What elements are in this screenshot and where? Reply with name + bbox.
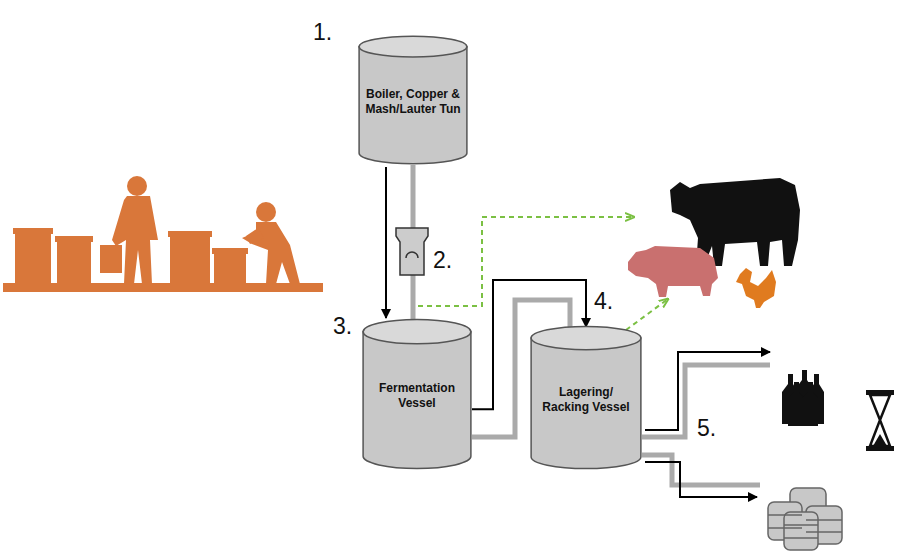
vessel-label: Boiler, Copper & Mash/Lauter Tun: [358, 87, 468, 117]
vessel: Fermentation Vessel: [362, 318, 472, 470]
callout-number: 4.: [594, 289, 613, 313]
pig: [628, 246, 718, 297]
callout-number: 3.: [333, 314, 352, 338]
flow-arrow: [385, 167, 387, 318]
callout-number: 5.: [697, 416, 716, 440]
filter-box: [396, 228, 428, 275]
casks: [768, 488, 842, 550]
vessel-label: Lagering/ Racking Vessel: [530, 385, 642, 415]
vessel-label: Fermentation Vessel: [362, 381, 472, 411]
beekeepers: [3, 176, 323, 292]
rooster: [736, 268, 776, 308]
callout-number: 1.: [313, 20, 332, 44]
hourglass: [866, 390, 894, 451]
byproduct-arrow: [418, 217, 668, 330]
vessel: Lagering/ Racking Vessel: [530, 325, 642, 470]
callout-number: 2.: [433, 248, 452, 272]
output-arrow: [645, 352, 770, 497]
vessel: Boiler, Copper & Mash/Lauter Tun: [358, 35, 468, 165]
bottles: [782, 370, 824, 426]
